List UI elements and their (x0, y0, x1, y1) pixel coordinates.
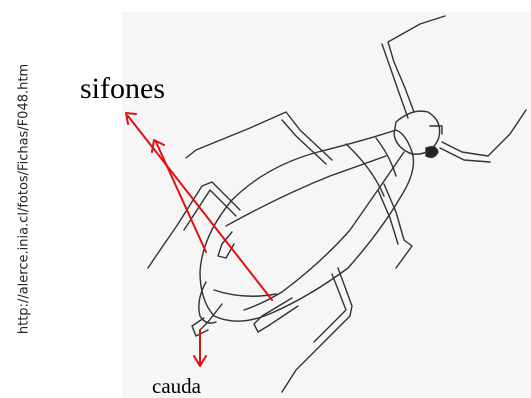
label-cauda: cauda (152, 374, 201, 398)
label-sifones: sifones (80, 72, 165, 106)
source-url-text: http://alerce.inia.cl/fotos/Fichas/F048.… (17, 64, 32, 334)
eye (426, 147, 438, 158)
